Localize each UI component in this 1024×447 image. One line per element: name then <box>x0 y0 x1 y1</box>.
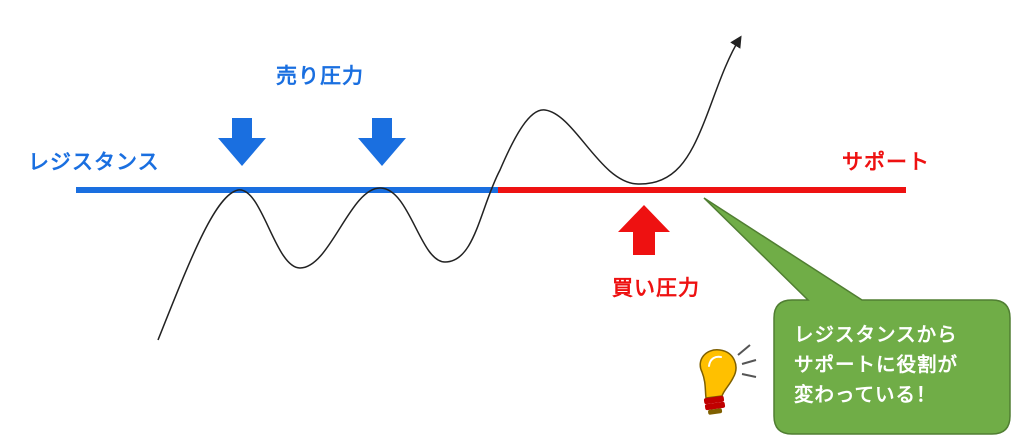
sell-pressure-label: 売り圧力 <box>276 64 364 88</box>
arrow-up-icon <box>618 205 670 255</box>
callout-line-1: レジスタンスから <box>794 323 958 346</box>
callout-line-2: サポートに役割が <box>794 353 959 376</box>
sell-arrow-1 <box>218 118 266 166</box>
sell-arrow-2 <box>358 118 406 166</box>
callout-bubble-shape <box>703 197 1011 435</box>
support-label: サポート <box>842 150 930 174</box>
arrow-down-icon <box>218 118 266 166</box>
arrow-down-icon <box>358 118 406 166</box>
callout-line-3: 変わっている！ <box>794 383 937 406</box>
price-line <box>157 35 742 341</box>
resistance-label: レジスタンス <box>28 150 160 174</box>
lightbulb-icon <box>699 344 757 415</box>
buy-arrow <box>618 205 670 255</box>
buy-pressure-label: 買い圧力 <box>612 276 700 300</box>
callout-text: レジスタンスから サポートに役割が 変わっている！ <box>774 300 1010 434</box>
